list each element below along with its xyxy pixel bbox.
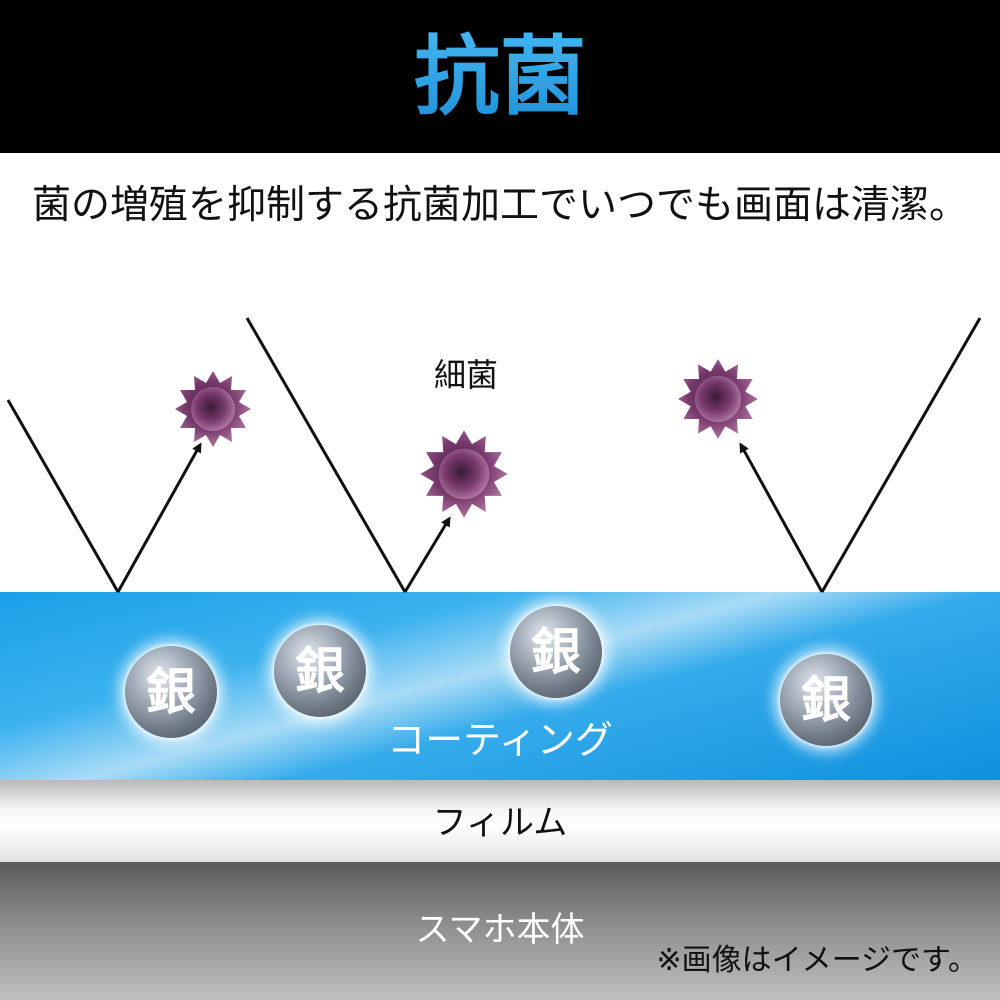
bacteria-label: 細菌 [433,356,498,394]
silver-ion-3: 銀 [510,606,602,698]
coating-label: コーティング [387,718,613,762]
image-disclaimer: ※画像はイメージです。 [656,943,978,978]
phone-body-layer [0,862,1000,1000]
phone-body-label: スマホ本体 [415,910,585,950]
bacteria-icon-2 [420,430,508,518]
bounce-lines [6,317,982,593]
bounce-diagram [6,317,982,593]
bounce-path-1 [6,399,120,593]
bounce-path-3 [820,317,982,593]
bounce-arrow-3 [739,442,824,593]
bacteria-icon-3 [678,359,758,439]
film-label: フィルム [432,803,568,843]
film-layer [0,780,1000,862]
silver-ion-4: 銀 [780,654,872,746]
subtitle-text: 菌の増殖を抑制する抗菌加工でいつでも画面は清潔。 [31,183,968,228]
bounce-path-2 [245,317,407,593]
bacteria-icon-1 [175,371,251,447]
page-title: 抗菌 [0,22,1000,132]
silver-ion-2: 銀 [274,625,366,717]
header-bar: 抗菌 [0,0,1000,153]
bounce-arrow-2 [403,516,451,593]
bounce-arrow-1 [116,442,202,593]
silver-ion-1: 銀 [125,646,217,738]
